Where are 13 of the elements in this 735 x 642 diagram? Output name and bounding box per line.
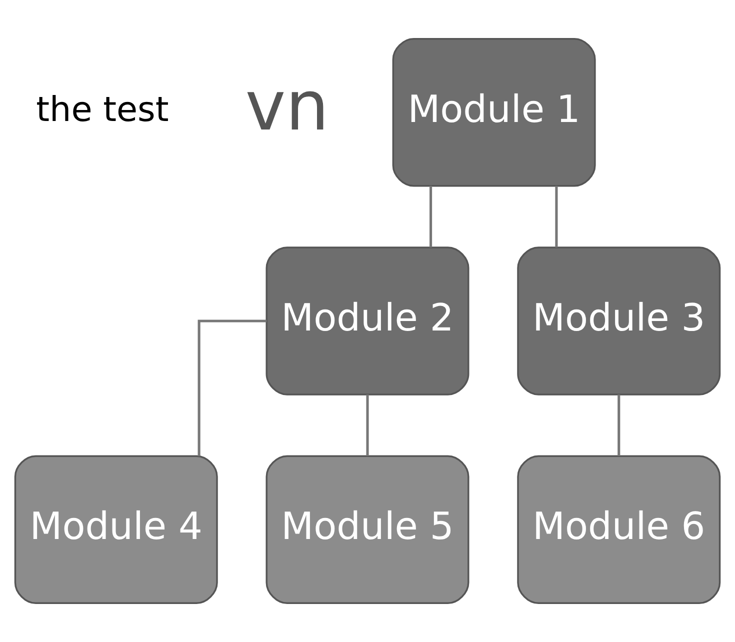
node-box: Module 2 [266,246,470,396]
label: vn [245,67,330,146]
node-box: Module 6 [517,455,721,604]
node-box: Module 5 [266,455,470,604]
connector [366,394,369,456]
label: the test [36,90,169,130]
node-box: Module 3 [517,246,721,396]
connector [555,186,558,248]
node-box: Module 4 [14,455,218,604]
connector [618,394,620,456]
node-box: Module 1 [392,38,596,187]
connector [429,186,432,248]
connector [198,320,267,456]
